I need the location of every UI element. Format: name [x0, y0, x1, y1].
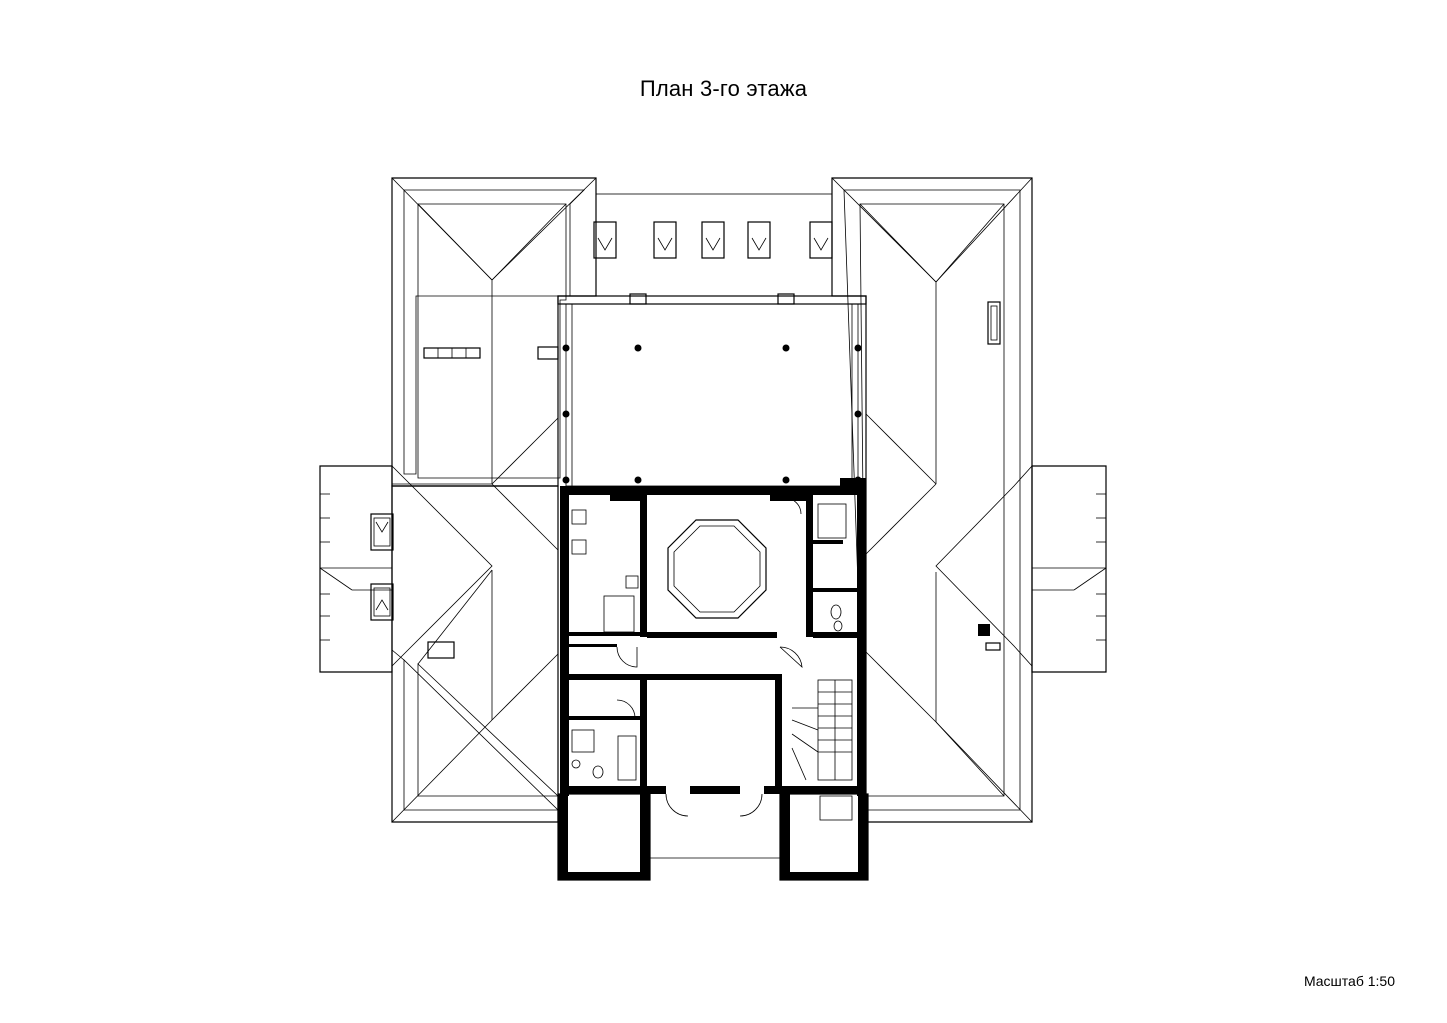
doors [616, 497, 803, 817]
fixtures [571, 503, 853, 821]
terrace-columns [562, 344, 862, 484]
staircase [791, 679, 853, 781]
towers [557, 793, 869, 881]
plan-title: План 3-го этажа [639, 76, 808, 101]
roof-vents [423, 301, 1001, 659]
terrace-skylights [593, 221, 833, 259]
terrace [557, 193, 867, 487]
roof-right-gable [935, 465, 1107, 673]
scale-label: Масштаб 1:50 [1303, 973, 1395, 989]
roof-left-gable [319, 465, 493, 673]
walls [560, 478, 866, 796]
atrium-octagon [667, 519, 767, 619]
roof-left-lower [391, 485, 560, 823]
